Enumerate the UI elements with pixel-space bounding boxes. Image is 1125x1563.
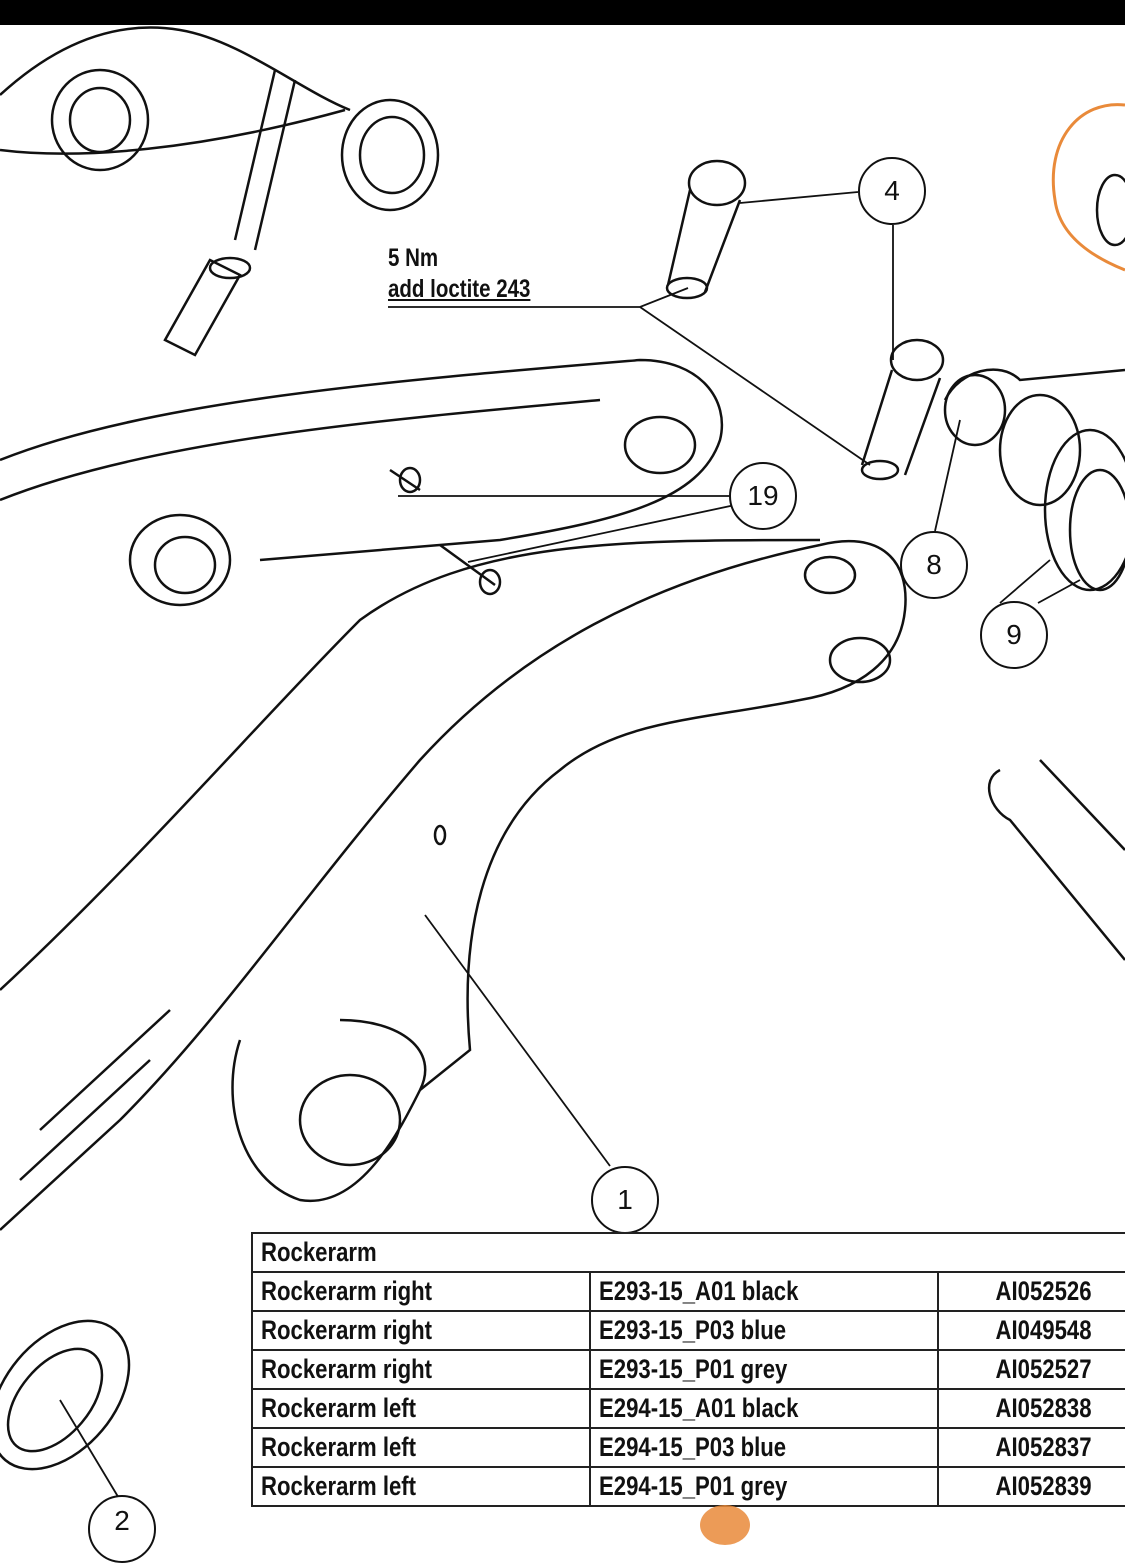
table-row: Rockerarm left E294-15_A01 black AI052838	[251, 1388, 1125, 1429]
table-title-row: Rockerarm	[251, 1232, 1125, 1273]
shock-mount-part	[943, 368, 1125, 961]
part-number: E293-15_A01 black	[599, 1276, 799, 1306]
part-name: Rockerarm right	[261, 1276, 433, 1306]
part-name: Rockerarm left	[261, 1393, 417, 1423]
parts-table: Rockerarm Rockerarm right E293-15_A01 bla…	[251, 1232, 1125, 1507]
touch-indicator	[700, 1505, 750, 1545]
table-row: Rockerarm right E293-15_P01 grey AI052527	[251, 1349, 1125, 1390]
part-number: E294-15_A01 black	[599, 1393, 799, 1423]
callout-1: 1	[591, 1166, 659, 1234]
article-code: AI052839	[995, 1471, 1093, 1501]
part-name: Rockerarm right	[261, 1315, 433, 1345]
leader-lines	[59, 191, 1081, 1501]
table-row: Rockerarm right E293-15_P03 blue AI049548	[251, 1310, 1125, 1351]
callout-19: 19	[729, 462, 797, 530]
rocker-arm-part	[0, 358, 724, 607]
article-code: AI052527	[995, 1354, 1093, 1384]
top-bar	[0, 0, 1125, 25]
callout-9: 9	[980, 601, 1048, 669]
part-name: Rockerarm left	[261, 1432, 417, 1462]
rocker-arm-main-part	[0, 538, 907, 1231]
bearing-part	[0, 1319, 131, 1471]
table-title: Rockerarm	[261, 1237, 377, 1267]
part-number: E293-15_P01 grey	[599, 1354, 788, 1384]
highlight-outline	[1051, 103, 1125, 272]
article-code: AI052837	[995, 1432, 1093, 1462]
screw-part	[665, 159, 945, 481]
article-code: AI049548	[995, 1315, 1093, 1345]
part-number: E293-15_P03 blue	[599, 1315, 787, 1345]
table-row: Rockerarm left E294-15_P01 grey AI052839	[251, 1466, 1125, 1507]
callout-8: 8	[900, 531, 968, 599]
table-row: Rockerarm right E293-15_A01 black AI052526	[251, 1271, 1125, 1312]
loctite-instruction: add loctite 243	[388, 275, 531, 303]
callout-2: 2	[88, 1495, 156, 1563]
bearing-part	[1095, 173, 1125, 247]
part-name: Rockerarm left	[261, 1471, 417, 1501]
part-number: E294-15_P01 grey	[599, 1471, 788, 1501]
upper-link-part	[0, 26, 440, 357]
callout-4: 4	[858, 157, 926, 225]
article-code: AI052526	[995, 1276, 1093, 1306]
table-row: Rockerarm left E294-15_P03 blue AI052837	[251, 1427, 1125, 1468]
part-number: E294-15_P03 blue	[599, 1432, 787, 1462]
article-code: AI052838	[995, 1393, 1093, 1423]
part-name: Rockerarm right	[261, 1354, 433, 1384]
torque-value: 5 Nm	[388, 244, 439, 272]
torque-annotation: 5 Nm add loctite 243	[388, 243, 530, 305]
